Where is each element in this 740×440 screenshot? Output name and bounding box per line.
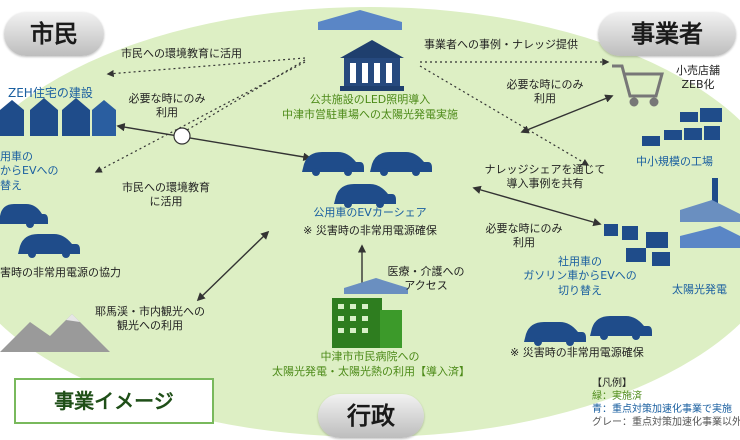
shopping-cart-icon (612, 64, 664, 107)
legend-gray: グレー：重点対策加速化事業以外 (592, 417, 740, 428)
label-citizen-env-edu-2: 市民への環境教育に活用 (122, 181, 210, 209)
sector-government: 行政 (318, 394, 424, 438)
company-ev-car-icon (524, 316, 652, 346)
label-business-solar: 太陽光発電 (672, 283, 727, 296)
business-image-title: 事業イメージ (54, 389, 174, 413)
mountain-icon (0, 314, 110, 352)
sector-business: 事業者 (598, 12, 736, 56)
label-tourism: 耶馬渓・市内観光への観光への利用 (95, 305, 205, 333)
label-company-ev-switch: 社用車のガソリン車からEVへの切り替え (523, 255, 637, 297)
citizen-ev-car-icon (0, 204, 80, 258)
label-hospital: 中津市市民病院への (320, 350, 420, 363)
junction-dot (173, 127, 191, 145)
label-hospital-solar: 太陽光発電・太陽光熱の利用【導入済】 (272, 365, 470, 378)
factory-icon (642, 108, 722, 146)
label-medical-access: 医療・介護へのアクセス (387, 265, 465, 293)
legend-title: 【凡例】 (592, 378, 632, 389)
factory-solar-icon (604, 178, 740, 266)
label-citizen-emergency: 害時の非常用電源の協力 (0, 266, 121, 279)
label-citizen-ev-switch: 用車のからEVへの替え (0, 150, 59, 192)
label-business-when-needed-2: 必要な時にのみ利用 (485, 222, 563, 250)
solid-arrows (116, 94, 614, 302)
label-business-emergency: ※ 災害時の非常用電源確保 (510, 346, 644, 359)
label-business-case: 事業者への事例・ナレッジ提供 (424, 38, 578, 51)
label-citizen-when-needed: 必要な時にのみ利用 (128, 92, 206, 120)
label-public-led: 公共施設のLED照明導入 (309, 93, 431, 106)
business-image-title-box: 事業イメージ (14, 378, 214, 424)
legend-blue: 青：重点対策加速化事業で実施 (592, 404, 732, 415)
hospital-icon (332, 278, 408, 348)
label-citizen-env-edu: 市民への環境教育に活用 (121, 47, 242, 60)
label-zeh: ZEH住宅の建設 (8, 86, 93, 100)
sector-citizens: 市民 (4, 12, 104, 56)
label-factory: 中小規模の工場 (636, 155, 713, 168)
label-knowledge-share: ナレッジシェアを通じて導入事例を共有 (484, 163, 606, 191)
ev-car-icon (302, 152, 432, 208)
label-business-when-needed: 必要な時にのみ利用 (506, 78, 584, 106)
label-center-emergency: ※ 災害時の非常用電源確保 (303, 224, 437, 237)
legend: 【凡例】 緑：実施済 青：重点対策加速化事業で実施 グレー：重点対策加速化事業以… (592, 377, 740, 429)
label-ev-carshare: 公用車のEVカーシェア (313, 206, 427, 219)
zeh-house-icon (0, 98, 116, 136)
label-solar-parking: 中津市営駐車場への太陽光発電実施 (282, 108, 458, 121)
public-building-icon (318, 10, 404, 91)
legend-green: 緑：実施済 (592, 391, 642, 402)
